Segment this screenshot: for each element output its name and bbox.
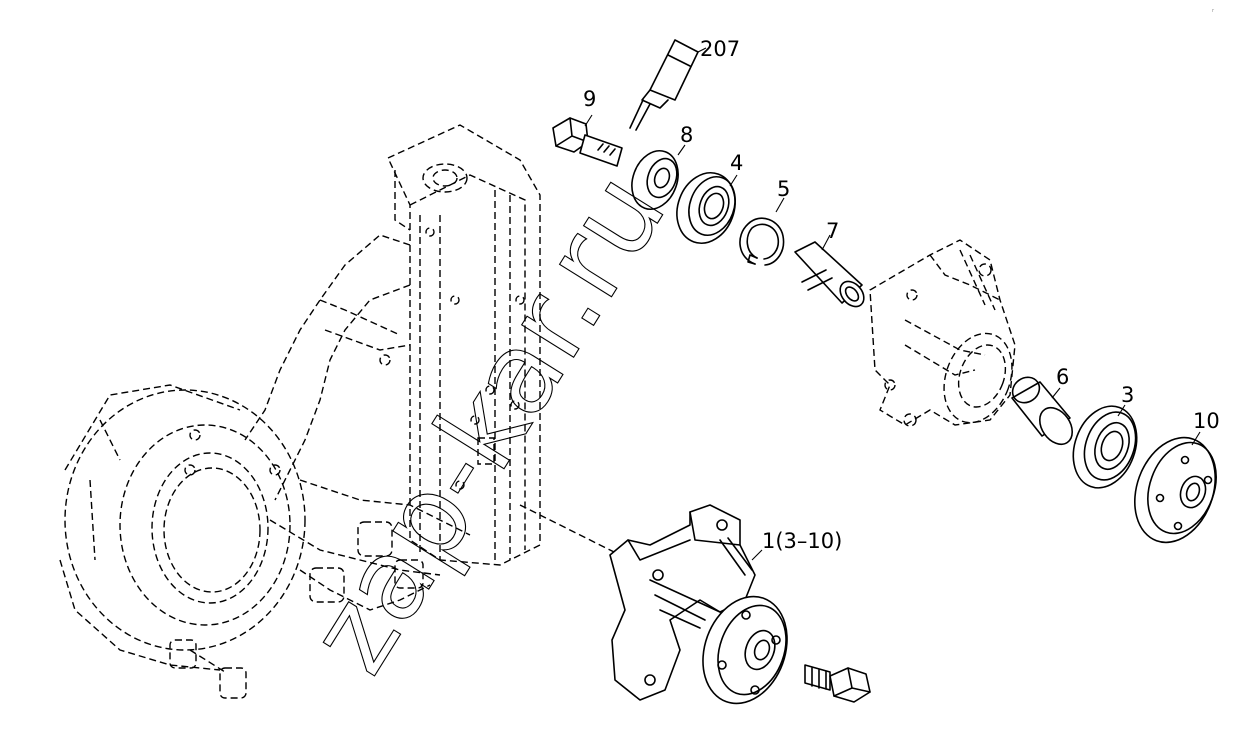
flange-bolt xyxy=(804,664,871,703)
corner-mark: r xyxy=(1212,8,1215,14)
label-10: 10 xyxy=(1193,409,1220,433)
axle-housing-frame xyxy=(59,124,651,699)
label-1-assembly: 1(3–10) xyxy=(762,529,842,553)
label-9: 9 xyxy=(583,87,596,111)
part-7-pin xyxy=(794,234,865,308)
part-9-bolt xyxy=(552,114,623,167)
part-5-retaining-ring xyxy=(739,197,785,266)
part-6-bushing xyxy=(1011,376,1074,446)
part-10-cover-plate xyxy=(1133,431,1217,544)
label-7: 7 xyxy=(826,219,839,243)
part-207-sealant-tube xyxy=(629,39,707,131)
part-1-flange-assembly xyxy=(609,504,788,705)
rear-flange-housing xyxy=(869,239,1016,427)
label-3: 3 xyxy=(1121,383,1134,407)
label-4: 4 xyxy=(730,151,743,175)
part-4-bearing xyxy=(676,172,738,244)
part-8-washer xyxy=(631,144,686,210)
label-5: 5 xyxy=(777,177,790,201)
label-8: 8 xyxy=(680,123,693,147)
part-3-bearing xyxy=(1072,404,1138,489)
label-207: 207 xyxy=(700,37,740,61)
label-6: 6 xyxy=(1056,365,1069,389)
